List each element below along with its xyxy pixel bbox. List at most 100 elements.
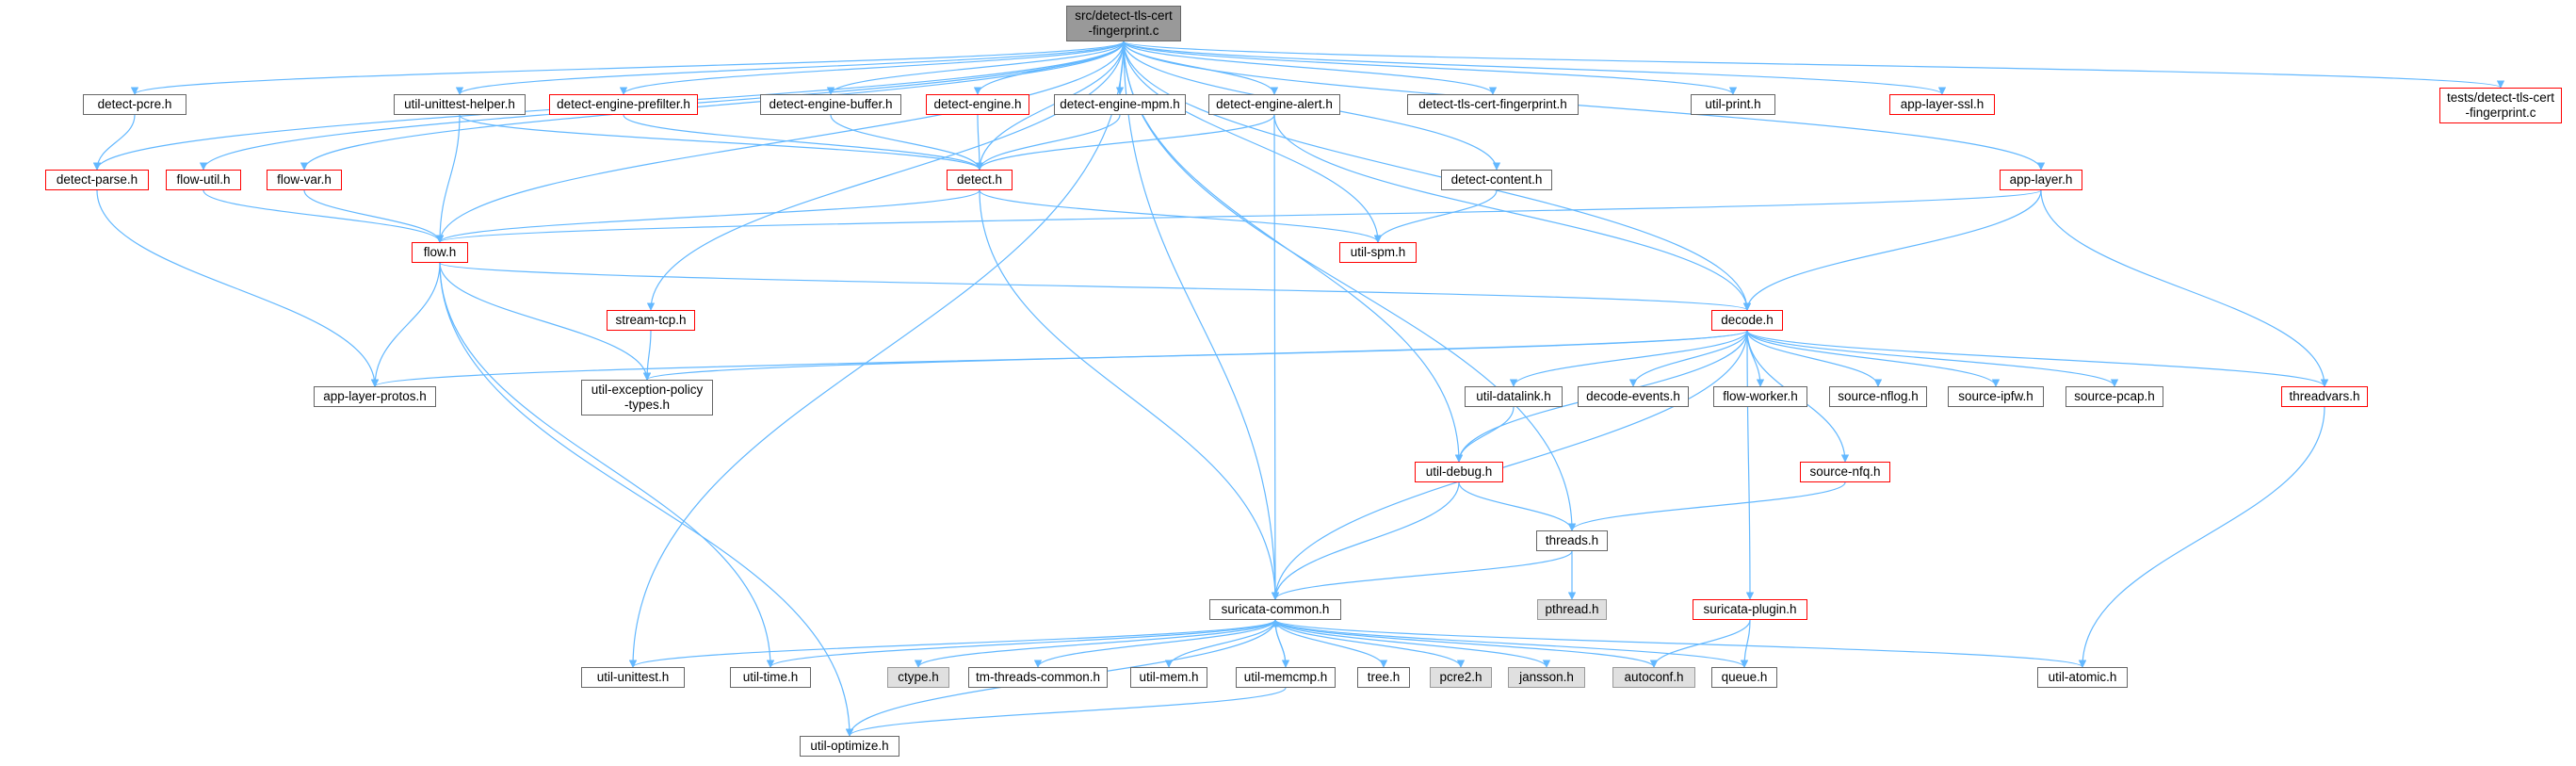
edge-root-to-detect_tls_cert_fp	[1123, 41, 1498, 95]
node-suricata-plugin[interactable]: suricata-plugin.h	[1693, 599, 1807, 620]
node-threadvars[interactable]: threadvars.h	[2281, 386, 2368, 407]
node-tree[interactable]: tree.h	[1357, 667, 1410, 688]
node-detect-engine-alert[interactable]: detect-engine-alert.h	[1208, 94, 1340, 115]
edge-decode_h-to-source_pcap	[1746, 330, 2119, 387]
edge-root-to-app_layer_ssl	[1123, 41, 1946, 95]
node-suricata-common[interactable]: suricata-common.h	[1209, 599, 1341, 620]
edge-root-to-detect_engine_buffer	[826, 41, 1125, 95]
node-flow-var[interactable]: flow-var.h	[267, 170, 342, 190]
node-autoconf[interactable]: autoconf.h	[1612, 667, 1695, 688]
node-util-time[interactable]: util-time.h	[730, 667, 811, 688]
edge-root-to-detect_h	[975, 41, 1125, 171]
node-util-exception-policy-types[interactable]: util-exception-policy -types.h	[581, 380, 713, 416]
node-tm-threads-common[interactable]: tm-threads-common.h	[968, 667, 1108, 688]
edge-flow_h-to-util_exception	[439, 262, 652, 381]
node-ctype[interactable]: ctype.h	[887, 667, 949, 688]
edge-decode_h-to-suricata_common	[1271, 330, 1748, 600]
edge-suricata_common-to-autoconf	[1274, 619, 1659, 668]
node-util-spm[interactable]: util-spm.h	[1339, 242, 1417, 263]
node-app-layer-protos[interactable]: app-layer-protos.h	[314, 386, 436, 407]
edge-root-to-tests_file	[1123, 41, 2504, 89]
edge-root-to-util_spm	[1123, 41, 1383, 243]
node-decode-events[interactable]: decode-events.h	[1578, 386, 1689, 407]
node-pthread[interactable]: pthread.h	[1537, 599, 1607, 620]
node-threads[interactable]: threads.h	[1536, 530, 1608, 551]
edge-detect_h-to-flow_h	[435, 189, 980, 243]
edge-detect_engine_alert-to-suricata_common	[1271, 114, 1280, 600]
node-util-optimize[interactable]: util-optimize.h	[800, 736, 899, 757]
node-detect-parse[interactable]: detect-parse.h	[45, 170, 149, 190]
node-flow-worker[interactable]: flow-worker.h	[1713, 386, 1807, 407]
node-detect-engine-mpm[interactable]: detect-engine-mpm.h	[1054, 94, 1186, 115]
edge-threads_h-to-suricata_common	[1271, 550, 1573, 600]
node-detect-engine[interactable]: detect-engine.h	[926, 94, 1029, 115]
node-util-memcmp[interactable]: util-memcmp.h	[1236, 667, 1336, 688]
node-detect-content[interactable]: detect-content.h	[1441, 170, 1552, 190]
node-root-file[interactable]: src/detect-tls-cert -fingerprint.c	[1066, 6, 1181, 41]
edge-decode_h-to-threadvars	[1746, 330, 2329, 387]
edge-detect_engine_buffer-to-detect_h	[830, 114, 984, 171]
node-pcre2[interactable]: pcre2.h	[1430, 667, 1492, 688]
node-detect-tls-cert-fingerprint[interactable]: detect-tls-cert-fingerprint.h	[1407, 94, 1579, 115]
edge-decode_h-to-util_datalink	[1509, 330, 1748, 387]
edge-root-to-threads_h	[1123, 41, 1577, 531]
edge-decode_h-to-util_exception	[643, 330, 1748, 381]
node-detect[interactable]: detect.h	[947, 170, 1013, 190]
edge-root-to-decode_h	[1123, 41, 1752, 311]
edge-root-to-flow_h	[435, 41, 1125, 243]
edge-root-to-app_layer	[1123, 41, 2046, 171]
node-flow-util[interactable]: flow-util.h	[166, 170, 241, 190]
node-tests-detect-tls-cert-fingerprint[interactable]: tests/detect-tls-cert -fingerprint.c	[2439, 88, 2562, 123]
node-detect-engine-prefilter[interactable]: detect-engine-prefilter.h	[549, 94, 698, 115]
edge-decode_h-to-source_ipfw	[1746, 330, 2001, 387]
node-source-nfq[interactable]: source-nfq.h	[1800, 462, 1890, 482]
node-flow[interactable]: flow.h	[412, 242, 468, 263]
edge-suricata_common-to-queue	[1274, 619, 1749, 668]
node-util-unittest-helper[interactable]: util-unittest-helper.h	[394, 94, 526, 115]
edge-threadvars-to-util_atomic	[2078, 406, 2325, 668]
edge-detect_content-to-util_spm	[1373, 189, 1498, 243]
edge-root-to-stream_tcp	[646, 41, 1125, 311]
edge-stream_tcp-to-util_exception	[642, 330, 652, 381]
edge-util_debug-to-suricata_common	[1271, 481, 1460, 600]
edge-suricata_common-to-pcre2	[1274, 619, 1466, 668]
node-util-mem[interactable]: util-mem.h	[1130, 667, 1207, 688]
edge-source_nfq-to-threads_h	[1567, 481, 1846, 531]
edge-util_datalink-to-util_debug	[1454, 406, 1515, 463]
edge-detect_engine-to-detect_h	[975, 114, 984, 171]
edge-root-to-util_unittest_helper	[456, 41, 1125, 95]
edge-detect_parse-to-app_layer_protos	[96, 189, 380, 387]
node-queue[interactable]: queue.h	[1711, 667, 1777, 688]
node-source-nflog[interactable]: source-nflog.h	[1829, 386, 1927, 407]
edge-suricata_common-to-jansson	[1274, 619, 1551, 668]
node-util-datalink[interactable]: util-datalink.h	[1465, 386, 1563, 407]
node-jansson[interactable]: jansson.h	[1508, 667, 1585, 688]
edge-decode_h-to-decode_events	[1628, 330, 1748, 387]
node-stream-tcp[interactable]: stream-tcp.h	[607, 310, 695, 331]
node-detect-engine-buffer[interactable]: detect-engine-buffer.h	[760, 94, 901, 115]
node-util-debug[interactable]: util-debug.h	[1415, 462, 1503, 482]
node-source-pcap[interactable]: source-pcap.h	[2066, 386, 2163, 407]
node-app-layer[interactable]: app-layer.h	[2000, 170, 2082, 190]
node-util-unittest[interactable]: util-unittest.h	[581, 667, 685, 688]
edge-detect_engine_mpm-to-detect_h	[975, 114, 1121, 171]
edge-detect_pcre-to-detect_parse	[92, 114, 136, 171]
edge-util_memcmp-to-suricata_common	[1271, 619, 1287, 668]
node-decode[interactable]: decode.h	[1711, 310, 1783, 331]
node-app-layer-ssl[interactable]: app-layer-ssl.h	[1889, 94, 1995, 115]
node-util-print[interactable]: util-print.h	[1691, 94, 1775, 115]
edge-decode_h-to-suricata_plugin	[1745, 330, 1755, 600]
edge-suricata_common-to-util_atomic	[1274, 619, 2086, 668]
edge-root-to-util_unittest	[628, 41, 1125, 668]
node-detect-pcre[interactable]: detect-pcre.h	[83, 94, 186, 115]
edge-suricata_common-to-tm_threads_common	[1033, 619, 1276, 668]
node-source-ipfw[interactable]: source-ipfw.h	[1948, 386, 2044, 407]
edge-util_unittest_helper-to-detect_h	[459, 114, 984, 171]
node-util-atomic[interactable]: util-atomic.h	[2037, 667, 2128, 688]
edge-detect_h-to-suricata_common	[979, 189, 1280, 600]
edge-util_unittest_helper-to-flow_h	[435, 114, 461, 243]
edge-flow_h-to-util_optimize	[439, 262, 854, 737]
edge-flow_util-to-flow_h	[203, 189, 445, 243]
edge-detect_engine_alert-to-decode_h	[1273, 114, 1752, 311]
